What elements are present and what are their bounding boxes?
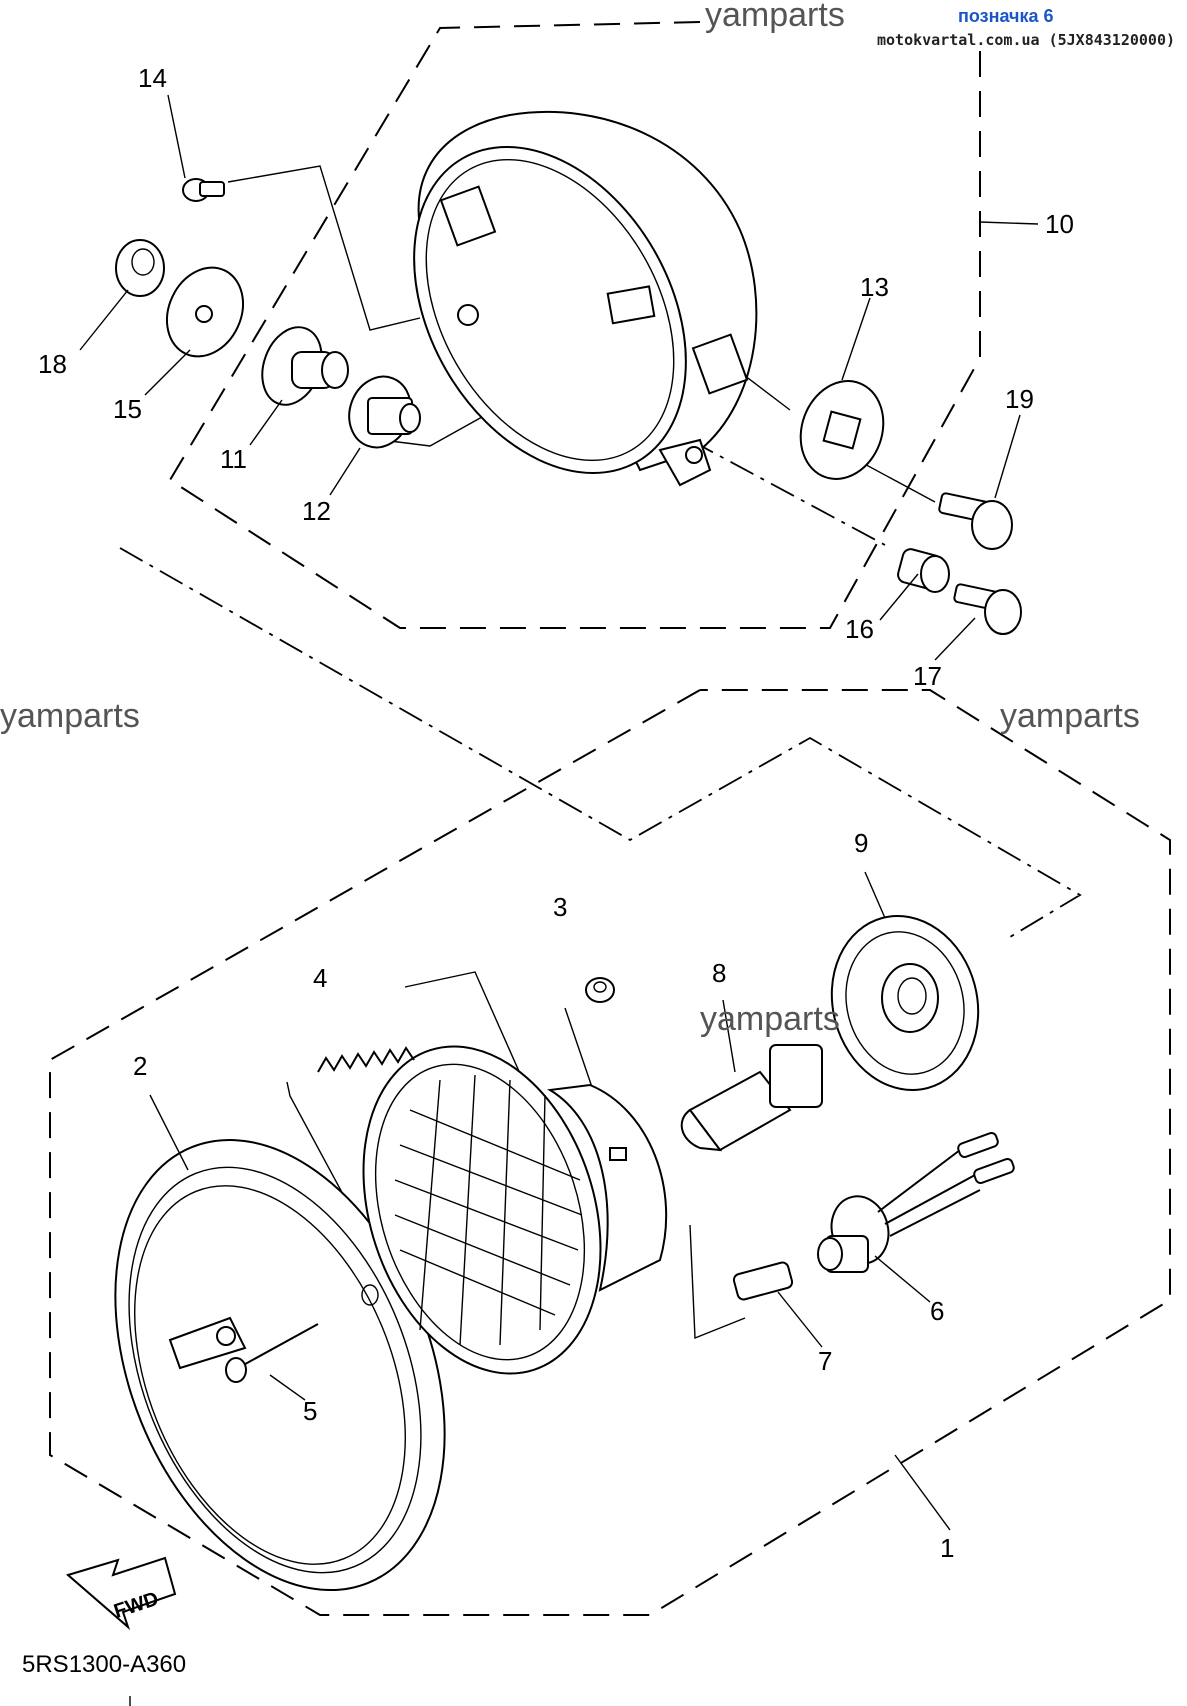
collar-11 — [261, 326, 349, 406]
watermark-center: yamparts — [700, 1000, 840, 1038]
leader-17 — [934, 617, 976, 661]
lens-grid-pattern — [394, 1074, 583, 1346]
collar-16 — [897, 548, 950, 593]
leader-14-tip — [167, 94, 186, 179]
leader-13 — [841, 297, 871, 381]
assembly-line-bracket — [119, 547, 1082, 941]
callout-18: 18 — [38, 349, 67, 379]
leader-14 — [227, 165, 421, 331]
headlight-housing — [413, 111, 758, 487]
socket-6 — [817, 1131, 1015, 1273]
leader-10 — [979, 221, 1039, 225]
leader-5 — [269, 1374, 306, 1401]
leader-7-bracket — [689, 1224, 746, 1340]
callout-11: 11 — [220, 444, 247, 474]
callout-10: 10 — [1045, 209, 1074, 239]
nut-3 — [585, 977, 615, 1003]
callout-7: 7 — [818, 1346, 832, 1376]
callout-14: 14 — [138, 63, 167, 93]
leader-8 — [722, 999, 736, 1073]
callout-3: 3 — [553, 892, 567, 922]
callout-16: 16 — [845, 614, 874, 644]
leader-19 — [994, 414, 1021, 499]
leader-13-line — [739, 371, 791, 411]
callout-1: 1 — [940, 1533, 954, 1563]
headlight-rim-2 — [114, 1138, 446, 1592]
callout-13: 13 — [860, 272, 889, 302]
callout-12: 12 — [302, 496, 331, 526]
callout-4: 4 — [313, 963, 327, 993]
socket-cover-9 — [830, 914, 980, 1092]
callout-15: 15 — [113, 394, 142, 424]
source-site: motokvartal.com.ua (5JX843120000) — [877, 31, 1175, 49]
watermark-left: yamparts — [0, 697, 140, 735]
screw-14 — [182, 178, 225, 202]
leader-11 — [249, 399, 283, 446]
forward-arrow-icon: FWD — [65, 1556, 177, 1631]
callout-8: 8 — [712, 958, 726, 988]
bulb-8 — [680, 1044, 823, 1152]
bolt-17 — [953, 583, 1022, 635]
leader-2 — [149, 1094, 189, 1171]
watermark-right: yamparts — [1000, 697, 1140, 735]
callout-2: 2 — [133, 1051, 147, 1081]
bolt-19 — [938, 492, 1013, 550]
diagram-code: 5RS1300-A360 — [22, 1651, 186, 1678]
grommet-12 — [348, 375, 421, 449]
callout-9: 9 — [854, 828, 868, 858]
lens-unit — [362, 1045, 668, 1375]
spring-4 — [317, 1046, 415, 1073]
leader-1 — [894, 1454, 951, 1531]
assembly-line-bolt — [689, 439, 886, 546]
leader-6 — [874, 1255, 931, 1303]
callout-19: 19 — [1005, 384, 1034, 414]
screw-5 — [225, 1284, 379, 1383]
leader-12-tip — [329, 447, 361, 496]
leader-7 — [777, 1291, 823, 1348]
leader-15 — [144, 349, 191, 396]
damper-13 — [799, 380, 885, 480]
housing-group-boundary — [168, 21, 981, 629]
reference-tag: позначка 6 — [958, 6, 1054, 26]
washer-15 — [166, 266, 244, 358]
callout-5: 5 — [303, 1396, 317, 1426]
watermark-top: yamparts — [705, 0, 845, 34]
headlight-group-boundary — [49, 689, 1171, 1616]
leader-18 — [79, 289, 129, 351]
bulb-7 — [732, 1261, 794, 1301]
leader-9 — [864, 871, 886, 919]
callout-17: 17 — [913, 661, 942, 691]
leader-16 — [879, 573, 919, 621]
nut-18 — [115, 239, 165, 297]
callout-6: 6 — [930, 1296, 944, 1326]
